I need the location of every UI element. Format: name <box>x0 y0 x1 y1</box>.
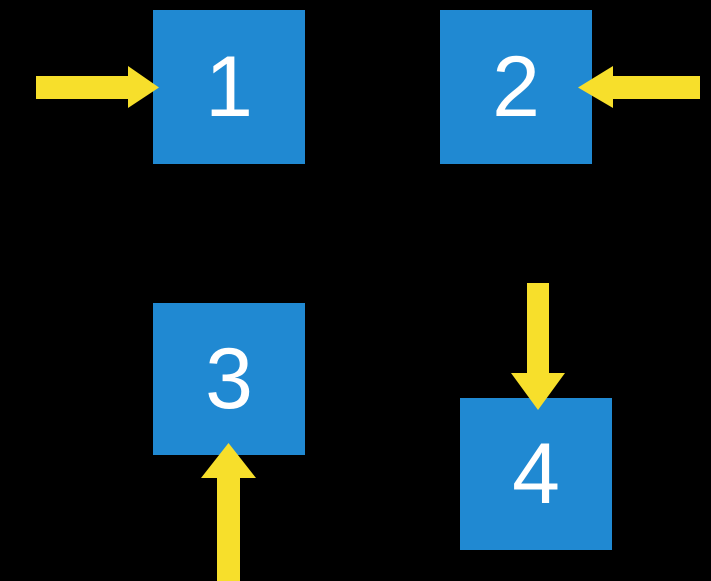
arrow-down-into-box-4-icon[interactable] <box>511 283 565 410</box>
node-label-3: 3 <box>205 331 253 427</box>
node-box-1[interactable]: 1 <box>153 10 305 164</box>
node-box-4[interactable]: 4 <box>460 398 612 550</box>
arrow-left-into-box-2-icon[interactable] <box>578 66 700 108</box>
node-box-3[interactable]: 3 <box>153 303 305 455</box>
node-label-1: 1 <box>205 39 253 135</box>
arrow-right-into-box-1-icon[interactable] <box>36 66 159 108</box>
node-label-4: 4 <box>512 426 560 522</box>
arrow-up-into-box-3-icon[interactable] <box>201 443 256 581</box>
node-box-2[interactable]: 2 <box>440 10 592 164</box>
node-label-2: 2 <box>492 39 540 135</box>
